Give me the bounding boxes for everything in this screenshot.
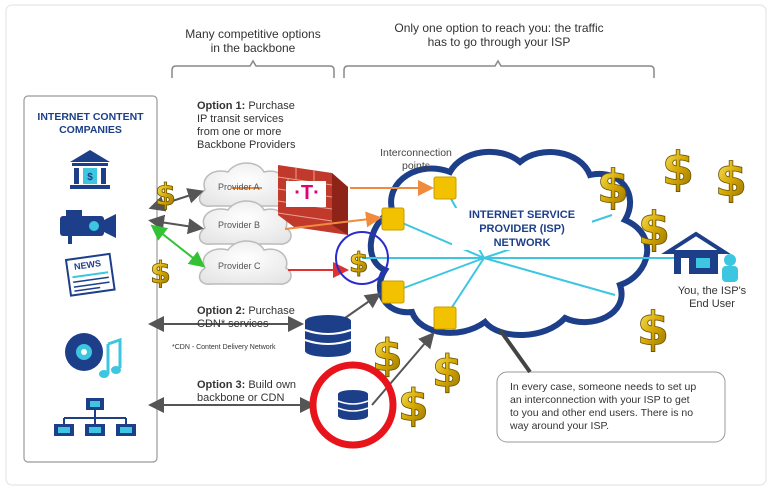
option1-text4: Backbone Providers xyxy=(197,139,296,151)
svg-text:$: $ xyxy=(87,172,93,183)
music-disc-icon xyxy=(65,333,122,378)
backbone-arrows xyxy=(148,188,316,413)
dollar-icon: $ xyxy=(372,330,403,381)
dollar-icon: $ xyxy=(638,202,670,256)
dollar-icon: $ xyxy=(155,178,176,213)
isp-title-line3: NETWORK xyxy=(493,237,551,249)
dollar-icon: $ xyxy=(398,380,429,431)
provider-c-label: Provider C xyxy=(218,261,261,271)
content-companies-title: INTERNET CONTENT COMPANIES xyxy=(28,111,153,137)
isp-title-line2: PROVIDER (ISP) xyxy=(479,223,565,235)
cdn-server-icon xyxy=(304,315,352,357)
note-line1: In every case, someone needs to set up xyxy=(510,381,697,393)
dollar-icon: $ xyxy=(637,302,669,356)
backbone-header: Many competitive options in the backbone xyxy=(172,27,334,55)
interconnect-highlight-circle xyxy=(335,231,389,285)
cdn-footnote: *CDN - Content Delivery Network xyxy=(172,344,276,351)
option1-text1: Purchase xyxy=(245,100,295,112)
interconnection-points xyxy=(381,176,457,330)
note-line3: to you and other end users. There is no xyxy=(510,407,694,419)
interconnection-label: Interconnection points xyxy=(376,147,456,173)
newspaper-icon xyxy=(64,252,116,297)
isp-network-title: INTERNET SERVICE PROVIDER (ISP) NETWORK xyxy=(452,208,592,250)
option3-highlight-circle xyxy=(309,361,397,449)
note-text: In every case, someone needs to set up a… xyxy=(510,381,722,433)
content-companies-title-line2: COMPANIES xyxy=(59,124,122,136)
dollar-icon: $ xyxy=(349,246,368,279)
end-user-label: You, the ISP's End User xyxy=(664,285,760,311)
isp-title-line1: INTERNET SERVICE xyxy=(468,209,576,221)
dollar-icon: $ xyxy=(150,256,171,291)
option1-text2: IP transit services xyxy=(197,113,284,125)
end-user-line1: You, the ISP's xyxy=(677,285,747,297)
option3-text2: backbone or CDN xyxy=(197,392,285,404)
interconnection-label-line1: Interconnection xyxy=(380,147,452,159)
dollar-icon: $ xyxy=(715,153,747,207)
option2-text1: Purchase xyxy=(245,305,295,317)
dollar-icon: $ xyxy=(432,346,463,397)
house-icon xyxy=(661,231,738,282)
isp-header-line2: has to go through your ISP xyxy=(427,35,571,49)
own-server-icon xyxy=(337,390,369,420)
note-line4: way around your ISP. xyxy=(510,420,610,432)
option2-text2: CDN* services xyxy=(197,318,269,330)
option3-text1: Build own xyxy=(245,379,297,391)
option1-label: Option 1: xyxy=(197,100,246,112)
telekom-logo: ·T· xyxy=(294,182,320,204)
isp-header-line1: Only one option to reach you: the traffi… xyxy=(394,21,604,35)
dollar-icon: $ xyxy=(597,160,629,214)
isp-brace xyxy=(343,59,655,78)
dollar-icon: $ xyxy=(662,142,694,196)
note-box xyxy=(496,371,726,443)
dollar-icons: $ $ $ $ $ $ $ $ $ $ $ xyxy=(150,142,748,432)
isp-header: Only one option to reach you: the traffi… xyxy=(354,21,644,49)
network-icon xyxy=(54,398,136,436)
end-user-line2: End User xyxy=(689,298,735,310)
option1-text: Option 1: Purchase IP transit services f… xyxy=(197,100,327,152)
interconnection-label-line2: points xyxy=(401,160,431,172)
note-pointer xyxy=(498,328,532,374)
provider-b-label: Provider B xyxy=(218,220,261,230)
backbone-header-line1: Many competitive options xyxy=(185,27,321,41)
content-companies-title-line1: INTERNET CONTENT xyxy=(37,111,144,123)
note-line2: an interconnection with your ISP to get xyxy=(510,394,690,406)
provider-a-label: Provider A xyxy=(218,182,260,192)
telekom-firewall xyxy=(277,165,348,235)
backbone-header-line2: in the backbone xyxy=(210,41,296,55)
video-camera-icon xyxy=(60,210,116,244)
option2-text: Option 2: Purchase CDN* services xyxy=(197,305,307,331)
option1-text3: from one or more xyxy=(197,126,282,138)
option3-label: Option 3: xyxy=(197,379,246,391)
option3-text: Option 3: Build own backbone or CDN xyxy=(197,379,307,405)
backbone-brace xyxy=(171,59,335,78)
bank-icon: $ xyxy=(70,150,110,189)
option2-label: Option 2: xyxy=(197,305,246,317)
provider-to-isp-arrows xyxy=(232,180,435,406)
